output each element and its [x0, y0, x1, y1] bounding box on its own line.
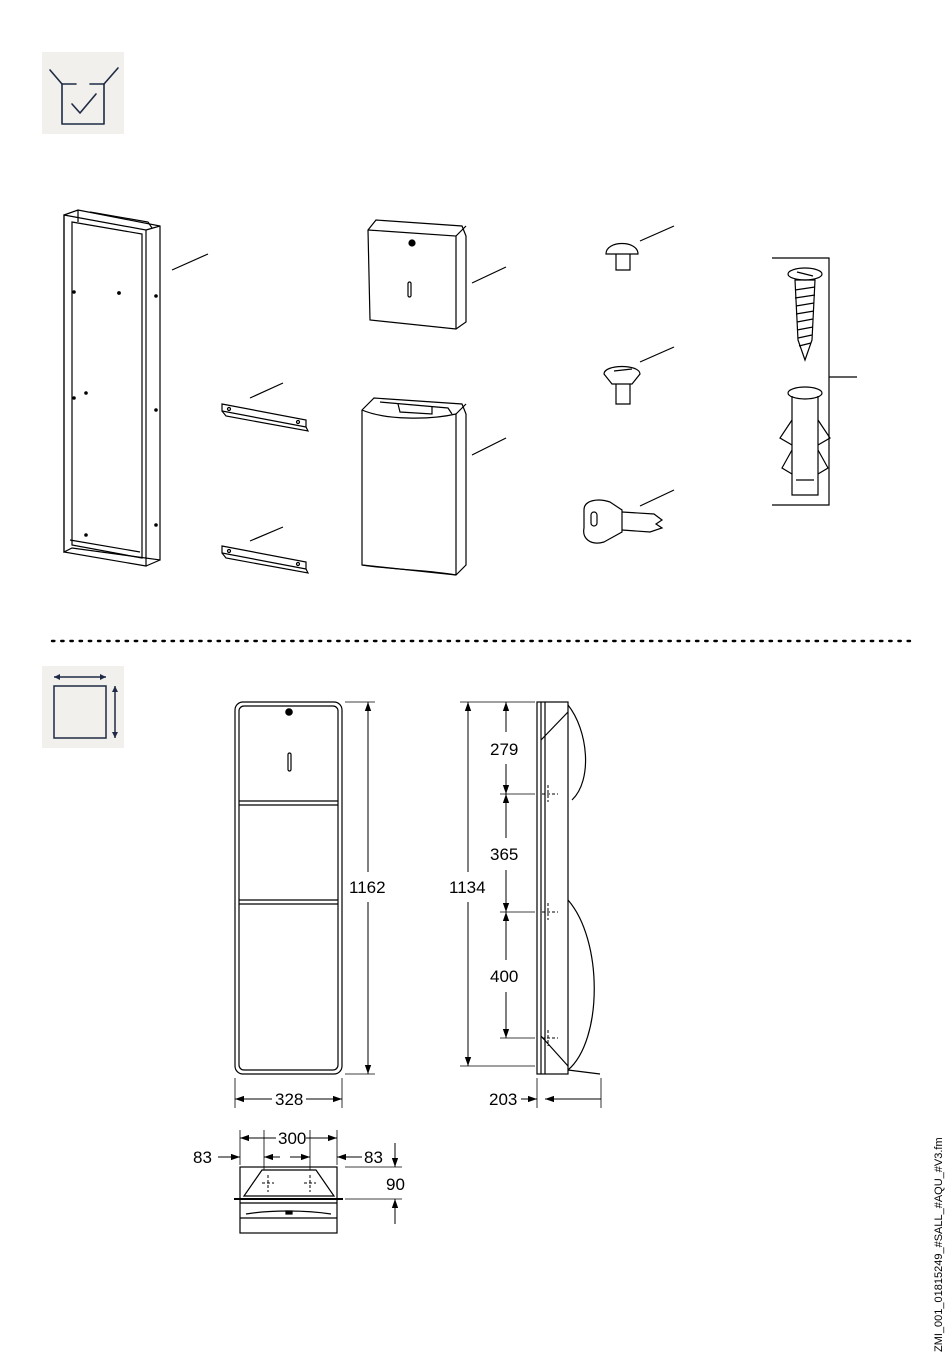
dim-front-height: 1162: [349, 878, 386, 897]
front-view: [235, 702, 375, 1108]
document-id: ZMI_001_01815249_#SALL_#AQU_#V3.fm: [933, 1137, 945, 1352]
dim-top-inner-width: 300: [278, 1129, 306, 1148]
dim-side-depth: 203: [489, 1090, 517, 1109]
towel-dispenser-part: [368, 220, 506, 329]
side-view: [460, 702, 601, 1108]
mounting-rails-part: [222, 383, 308, 573]
dim-top-depth: 90: [386, 1175, 405, 1194]
dim-side-segment-top: 279: [490, 740, 518, 759]
dim-side-segment-bottom: 400: [490, 967, 518, 986]
dim-top-left-offset: 83: [193, 1148, 212, 1167]
waste-bin-part: [362, 398, 506, 575]
dim-top-right-offset: 83: [364, 1148, 383, 1167]
dim-side-segment-middle: 365: [490, 845, 518, 864]
dim-front-width: 328: [275, 1090, 303, 1109]
dim-side-total-height: 1134: [449, 878, 486, 897]
recessed-frame-part: [64, 210, 208, 566]
top-view: [218, 1130, 402, 1233]
hardware-parts: [584, 226, 857, 543]
